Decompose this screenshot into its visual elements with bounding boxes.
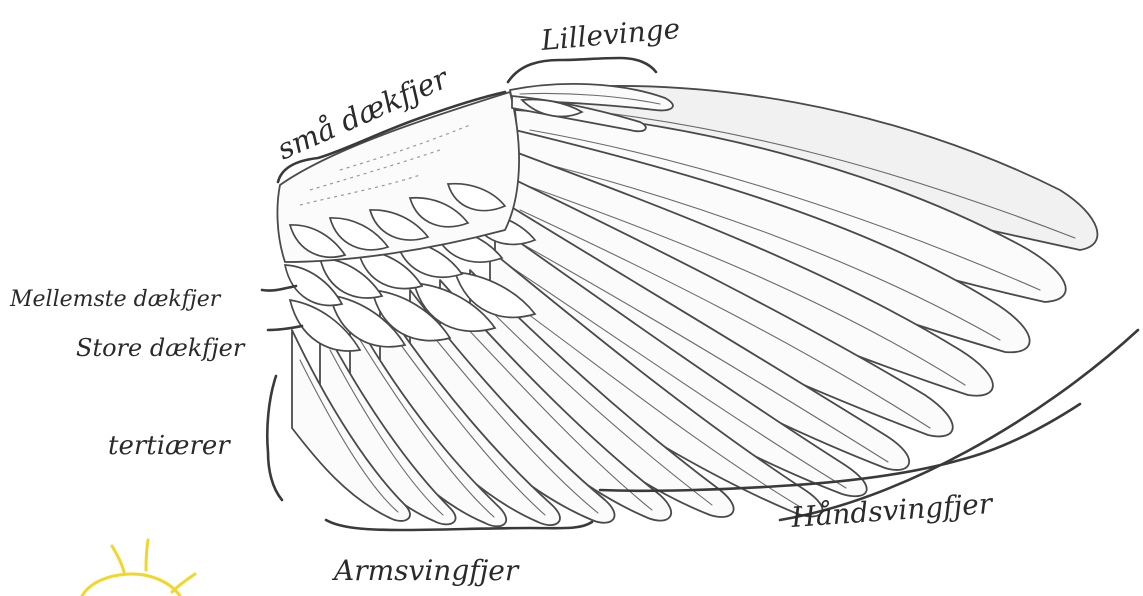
label-primaries: Håndsvingfjer (789, 487, 995, 534)
brace-alula (508, 58, 656, 82)
brace-tertials (267, 376, 282, 500)
pointer-greater-coverts (268, 326, 302, 330)
label-median-coverts: Mellemste dækfjer (9, 287, 222, 312)
sun-logo-icon (82, 540, 195, 596)
label-alula: Lillevinge (539, 12, 682, 57)
label-tertials: tertiærer (108, 431, 231, 461)
wing-illustration (277, 84, 1138, 526)
label-greater-coverts: Store dækfjer (76, 334, 246, 362)
pointer-median-coverts (262, 286, 296, 291)
label-secondaries: Armsvingfjer (331, 554, 520, 587)
